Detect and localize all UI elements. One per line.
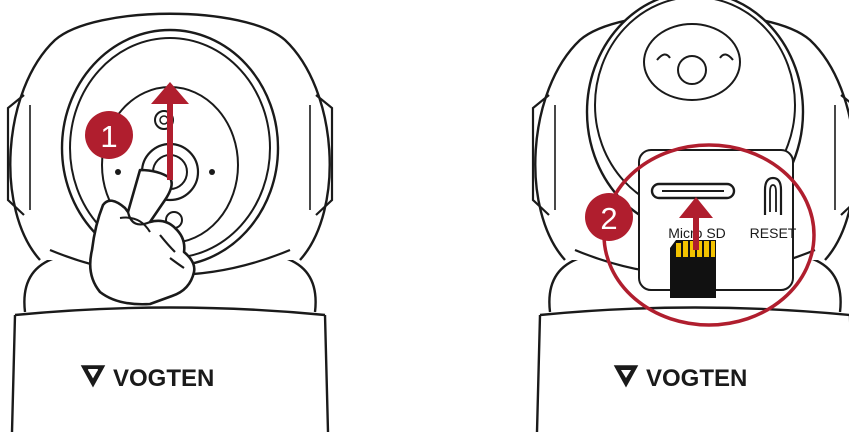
step-1-number: 1 bbox=[100, 119, 117, 154]
reset-button: RESET bbox=[750, 176, 797, 241]
step-2-number: 2 bbox=[600, 201, 617, 236]
hand-icon bbox=[88, 168, 196, 306]
logo-mark-icon bbox=[80, 365, 106, 388]
microsd-card-icon bbox=[670, 240, 716, 298]
insert-arrow-icon bbox=[679, 197, 713, 250]
brand-logo-right: VOGTEN bbox=[613, 365, 747, 392]
brand-name-right: VOGTEN bbox=[646, 365, 747, 392]
reset-label: RESET bbox=[750, 225, 797, 241]
brand-name-left: VOGTEN bbox=[113, 365, 214, 392]
arrow-up-icon bbox=[151, 82, 189, 180]
step-1-badge: 1 bbox=[85, 111, 133, 159]
brand-logo-left: VOGTEN bbox=[80, 365, 214, 392]
step-2-badge: 2 bbox=[585, 193, 633, 241]
